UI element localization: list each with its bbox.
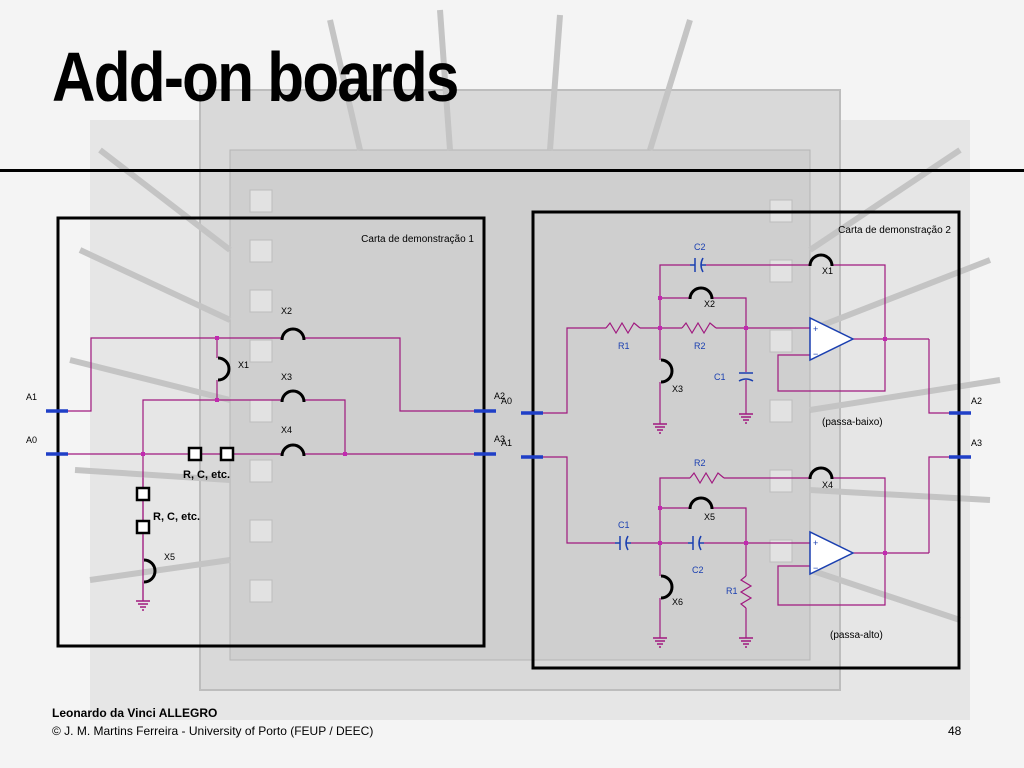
- board2-x2-label: X2: [704, 299, 715, 309]
- board2-switch-x3: [660, 358, 674, 384]
- board1-x1-label: X1: [238, 360, 249, 370]
- board1-x2-label: X2: [281, 306, 292, 316]
- board2-lp-opamp: + −: [809, 316, 855, 362]
- board2-switch-x6: [660, 574, 674, 600]
- board1-switch-x2: [280, 327, 306, 341]
- board2-hp-c1-label: C1: [618, 520, 630, 530]
- board2-x4-label: X4: [822, 480, 833, 490]
- board2-x1-label: X1: [822, 266, 833, 276]
- board1-switch-x1: [217, 356, 231, 382]
- board2-lp-c1-label: C1: [714, 372, 726, 382]
- board2-lp-c1-capacitor: [738, 372, 754, 382]
- svg-text:−: −: [813, 563, 818, 573]
- board1-socket-3: [135, 486, 151, 502]
- board2-x5-label: X5: [704, 512, 715, 522]
- board2-lp-r1-label: R1: [618, 341, 630, 351]
- board1: Carta de demonstração 1: [26, 216, 505, 648]
- board1-frame: [56, 216, 486, 648]
- board2-lp-r2-resistor: [681, 321, 717, 335]
- slide-title: Add-on boards: [52, 38, 459, 116]
- board2-x3-label: X3: [672, 384, 683, 394]
- board2-pin-a0-label: A0: [501, 396, 512, 406]
- board2-lp-ground-symbols: [652, 413, 754, 434]
- board1-pin-a2-label: A2: [494, 391, 505, 401]
- board1-socket-2: [219, 446, 235, 462]
- board2-lp-c2-label: C2: [694, 242, 706, 252]
- board2-pin-a1-label: A1: [501, 438, 512, 448]
- board1-rc-label-vertical: R, C, etc.: [153, 511, 200, 523]
- board2-hp-c2-capacitor: [688, 535, 704, 551]
- board1-wires: [64, 337, 478, 601]
- title-divider: [0, 169, 1024, 172]
- board2-highpass-wires: [529, 456, 963, 638]
- board2-frame: [531, 210, 961, 670]
- board2-lp-r2-label: R2: [694, 341, 706, 351]
- board2-hp-r2-label: R2: [694, 458, 706, 468]
- board2-lowpass-wires: [529, 264, 963, 424]
- board2-hp-r2-resistor: [689, 471, 725, 485]
- page-number: 48: [948, 724, 962, 738]
- board1-switch-x4: [280, 443, 306, 457]
- board2-hp-ground-symbols: [652, 637, 754, 648]
- board1-socket-4: [135, 519, 151, 535]
- svg-text:+: +: [813, 324, 818, 334]
- board2-x6-label: X6: [672, 597, 683, 607]
- svg-text:−: −: [813, 349, 818, 359]
- board1-rc-label-horizontal: R, C, etc.: [183, 469, 230, 481]
- board2-lowpass-label: (passa-baixo): [822, 417, 883, 428]
- board2-pin-a2-label: A2: [971, 396, 982, 406]
- board2-pin-a3-label: A3: [971, 438, 982, 448]
- board2-lp-c2-capacitor: [690, 257, 706, 273]
- footer-copyright: © J. M. Martins Ferreira - University of…: [52, 724, 374, 738]
- board1-pin-a3-label: A3: [494, 434, 505, 444]
- board1-x4-label: X4: [281, 425, 292, 435]
- board2-switch-x1: [808, 253, 834, 267]
- board1-x3-label: X3: [281, 372, 292, 382]
- board2-hp-r1-label: R1: [726, 586, 738, 596]
- board1-pin-a1-label: A1: [26, 392, 37, 402]
- board2-lp-r1-resistor: [605, 321, 641, 335]
- board1-ground-symbol: [135, 600, 151, 611]
- board2-switch-x5: [688, 496, 714, 510]
- board2-hp-c2-label: C2: [692, 565, 704, 575]
- board1-switch-x3: [280, 389, 306, 403]
- svg-text:+: +: [813, 538, 818, 548]
- board2-switch-x4: [808, 466, 834, 480]
- board2-hp-r1-resistor: [739, 575, 753, 609]
- board2-title: Carta de demonstração 2: [838, 225, 951, 236]
- board2-switch-x2: [688, 286, 714, 300]
- board1-junctions: [141, 336, 347, 456]
- board1-x5-label: X5: [164, 552, 175, 562]
- board2-highpass-label: (passa-alto): [830, 630, 883, 641]
- footer-author: Leonardo da Vinci ALLEGRO: [52, 706, 218, 720]
- board2-hp-opamp: + −: [809, 530, 855, 576]
- board1-pin-a0-label: A0: [26, 435, 37, 445]
- board2-hp-c1-capacitor: [615, 535, 631, 551]
- board1-switch-x5: [143, 558, 157, 584]
- board1-socket-1: [187, 446, 203, 462]
- board2: Carta de demonstração 2: [501, 210, 982, 670]
- board1-title: Carta de demonstração 1: [361, 234, 474, 245]
